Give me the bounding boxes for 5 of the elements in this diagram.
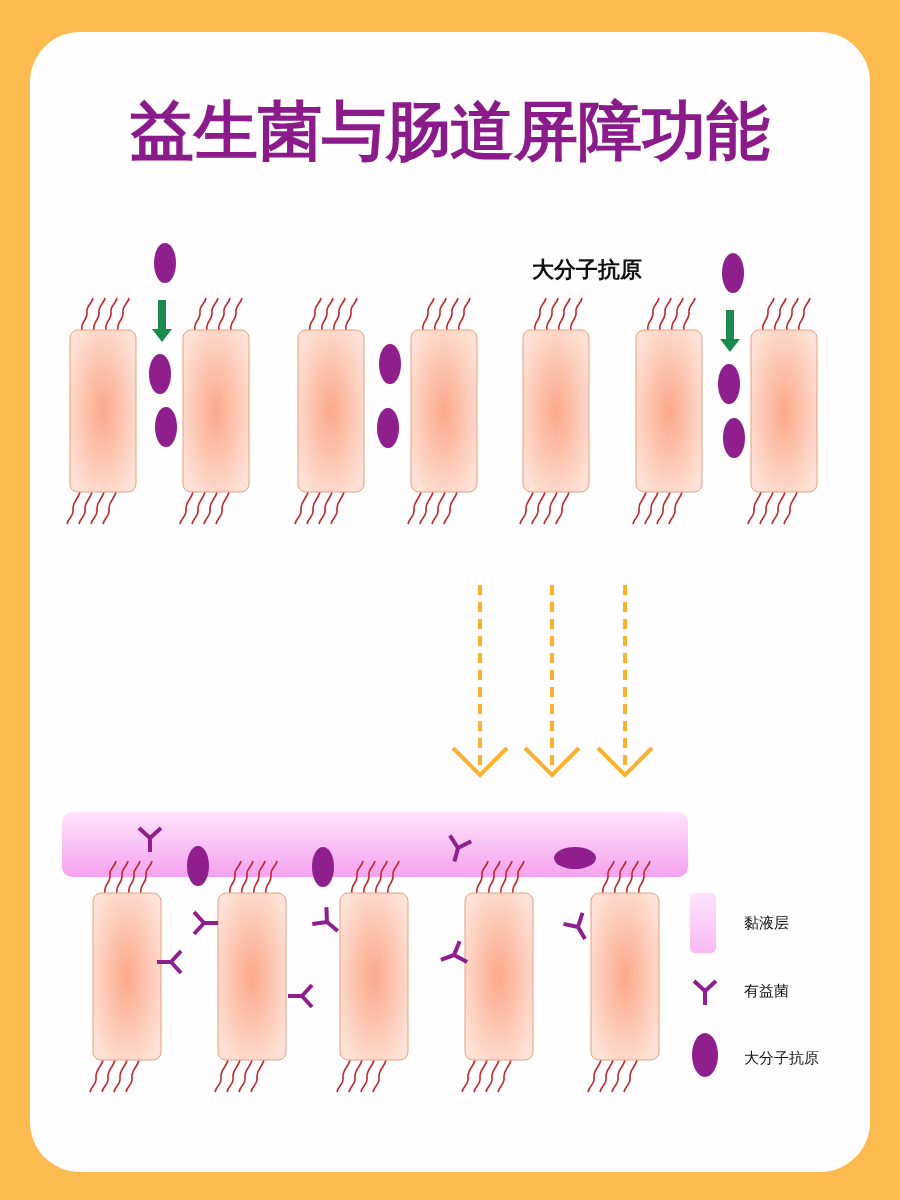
legend-label: 有益菌 <box>744 982 789 1001</box>
legend-label: 黏液层 <box>744 914 789 933</box>
legend-label: 大分子抗原 <box>744 1049 819 1068</box>
title: 益生菌与肠道屏障功能 <box>129 93 771 170</box>
antigen-label: 大分子抗原 <box>532 256 642 284</box>
